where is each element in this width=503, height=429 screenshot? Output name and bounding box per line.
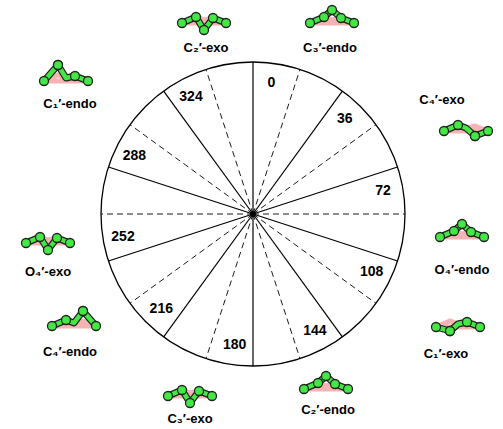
phase-angle: 324	[178, 90, 203, 105]
wheel-circle	[101, 62, 405, 366]
ring-icon	[178, 13, 231, 35]
conformation-name: O₄′-exo	[25, 265, 71, 279]
pucker-line	[130, 214, 253, 303]
phase-line	[164, 91, 253, 214]
phase-line	[252, 214, 253, 366]
ring-icon	[40, 61, 93, 86]
pucker-line	[253, 214, 376, 303]
phase-angle: 0	[266, 76, 276, 91]
conformation-name: C₂′-exo	[183, 41, 228, 55]
phase-line	[253, 214, 342, 337]
pucker-line	[253, 214, 300, 359]
pucker-line	[253, 69, 300, 214]
pucker-line	[206, 69, 253, 214]
pucker-line	[130, 125, 253, 214]
ring-icon	[440, 121, 493, 141]
conformation-name: C₂′-endo	[301, 403, 355, 417]
phase-line	[108, 167, 253, 214]
conformation-name: C₁′-endo	[43, 97, 96, 111]
phase-line	[253, 167, 398, 214]
ring-icon	[306, 6, 359, 28]
ring-icon	[436, 220, 489, 242]
phase-angle: 288	[122, 148, 147, 163]
conformation-name: C₁′-exo	[424, 347, 469, 361]
pucker-line	[253, 214, 405, 215]
ring-icon	[300, 372, 353, 394]
ring-icon	[22, 233, 75, 255]
center-dot	[250, 211, 256, 217]
phase-line	[108, 214, 253, 261]
phase-line	[252, 62, 253, 214]
ring-icon	[432, 318, 485, 336]
ring-icon	[164, 386, 217, 408]
conformation-name: C₄′-exo	[419, 93, 464, 107]
phase-line	[164, 214, 253, 337]
phase-angle: 144	[302, 323, 327, 338]
phase-angle: 216	[149, 301, 174, 316]
phase-angle: 72	[374, 183, 392, 198]
phase-angle: 36	[336, 111, 354, 126]
pucker-line	[206, 214, 253, 359]
ring-icon	[48, 307, 101, 331]
conformation-name: C₃′-endo	[303, 41, 357, 55]
phase-line	[253, 214, 398, 261]
phase-angle: 180	[222, 337, 247, 352]
phase-angle: 252	[110, 229, 135, 244]
conformation-name: C₃′-exo	[167, 412, 212, 426]
phase-line	[253, 91, 342, 214]
conformation-name: C₄′-endo	[43, 345, 97, 359]
pucker-line	[101, 214, 253, 215]
pucker-line	[253, 125, 376, 214]
conformation-name: O₄′-endo	[435, 263, 490, 277]
phase-angle: 108	[359, 264, 384, 279]
